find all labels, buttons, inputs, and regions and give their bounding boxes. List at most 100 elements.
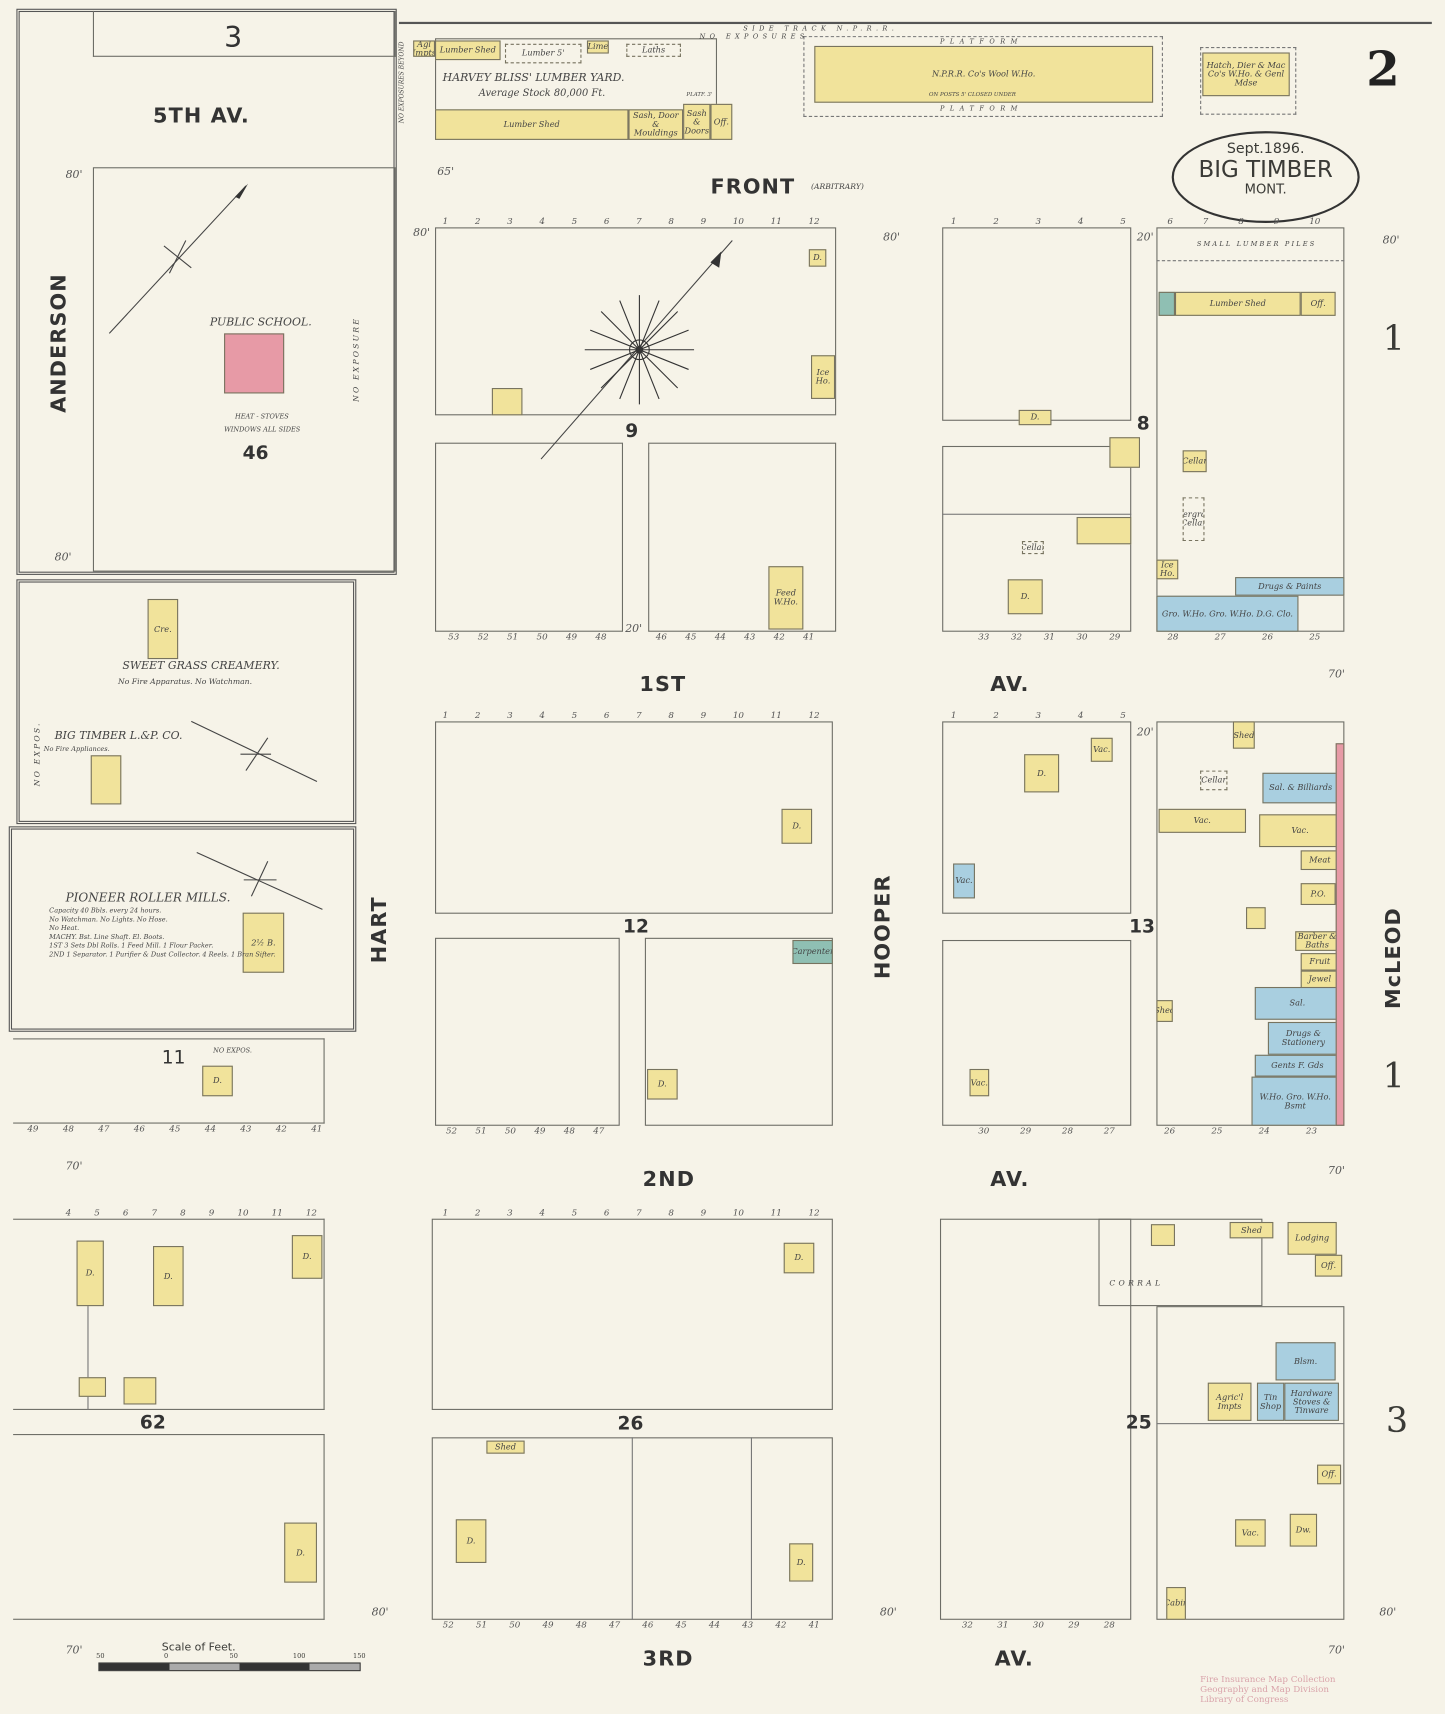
lot-number: 3 bbox=[507, 1207, 513, 1218]
lot-number: 33 bbox=[978, 631, 990, 642]
building: Dw. bbox=[1289, 1513, 1318, 1547]
lot-number: 50 bbox=[536, 631, 548, 642]
lot-number: 1 bbox=[950, 710, 957, 721]
state-name: MONT. bbox=[1244, 181, 1287, 197]
lot-number: 49 bbox=[565, 631, 578, 642]
lot-number: 5 bbox=[1120, 710, 1126, 721]
lot-number: 1 bbox=[442, 1207, 449, 1218]
building bbox=[78, 1377, 107, 1397]
building: Off. bbox=[710, 103, 733, 140]
building: D. bbox=[284, 1522, 317, 1583]
lot-number: 30 bbox=[978, 1125, 990, 1136]
block-9-sw bbox=[435, 442, 624, 632]
lot-number: 43 bbox=[744, 631, 756, 642]
label-creamery: SWEET GRASS CREAMERY. bbox=[122, 660, 280, 673]
lot-number: 45 bbox=[169, 1123, 181, 1134]
title-cartouche: Sept.1896. BIG TIMBER MONT. bbox=[1171, 131, 1360, 223]
label-lumber-yard: HARVEY BLISS' LUMBER YARD. bbox=[442, 72, 625, 85]
building: Lumber 5' bbox=[504, 43, 582, 64]
building: Shed bbox=[1156, 1000, 1173, 1022]
lot-number: 5 bbox=[571, 216, 578, 227]
sheet-number: 2 bbox=[1366, 41, 1400, 98]
frontage-label: 20' bbox=[1136, 231, 1154, 244]
lot-number: 26 bbox=[1261, 631, 1274, 642]
lot-number: 50 bbox=[509, 1619, 521, 1630]
building bbox=[1150, 1224, 1175, 1247]
lot-number: 47 bbox=[593, 1125, 605, 1136]
frontage-label: 80' bbox=[1382, 234, 1400, 248]
building bbox=[123, 1377, 157, 1405]
track-line bbox=[398, 21, 1432, 25]
building bbox=[1246, 907, 1266, 930]
lot-number: 4 bbox=[1077, 216, 1084, 227]
street-3rd-av-suffix: AV. bbox=[994, 1647, 1034, 1672]
label-platform: PLATF. 3' bbox=[686, 91, 713, 99]
block-number-8: 8 bbox=[1136, 413, 1150, 436]
lot-line bbox=[750, 1437, 752, 1620]
mills-note: 1ST 3 Sets Dbl Rolls. 1 Feed Mill. 1 Flo… bbox=[49, 942, 214, 950]
building: D. bbox=[1007, 579, 1043, 615]
building: Vac. bbox=[953, 863, 975, 899]
lot-number: 6 bbox=[603, 710, 610, 721]
lot-number: 6 bbox=[603, 1207, 610, 1218]
building: Agric'l Impts bbox=[1207, 1382, 1252, 1421]
lot-number: 43 bbox=[742, 1619, 754, 1630]
block-25-east bbox=[1156, 1306, 1345, 1620]
lot-number: 51 bbox=[475, 1125, 487, 1136]
frontage-label: 70' bbox=[65, 1160, 83, 1173]
block-number-13: 13 bbox=[1129, 915, 1155, 938]
building: D. bbox=[291, 1235, 323, 1279]
frontage-label: 70' bbox=[1327, 668, 1345, 681]
mills-note: No Heat. bbox=[49, 924, 80, 933]
town-name: BIG TIMBER bbox=[1198, 156, 1333, 183]
lot-number: 12 bbox=[808, 216, 820, 227]
lot-number: 2 bbox=[993, 710, 999, 721]
street-2nd-av-suffix: AV. bbox=[990, 1167, 1030, 1192]
label-corral: CORRAL bbox=[1109, 1278, 1164, 1288]
lot-number: 7 bbox=[636, 710, 642, 721]
lot-number: 5 bbox=[571, 710, 578, 721]
building: Feed W.Ho. bbox=[768, 566, 804, 630]
street-hooper: HOOPER bbox=[871, 874, 896, 980]
adjoining-sheet-ref: 3 bbox=[224, 21, 243, 55]
building bbox=[90, 755, 122, 805]
lot-number: 49 bbox=[534, 1125, 546, 1136]
frontage-label: 80' bbox=[54, 551, 72, 564]
building: D. bbox=[1024, 754, 1060, 793]
block-62-south bbox=[13, 1434, 325, 1620]
lot-number: 23 bbox=[1305, 1125, 1318, 1136]
lot-number: 25 bbox=[1211, 1125, 1223, 1136]
lot-number: 32 bbox=[961, 1619, 973, 1630]
street-1st-av: 1ST bbox=[639, 672, 687, 697]
building: D. bbox=[781, 808, 813, 844]
block-25-west bbox=[939, 1218, 1132, 1620]
north-arrow-icon bbox=[108, 183, 249, 334]
building: Blsm. bbox=[1275, 1342, 1336, 1381]
lot-number: 9 bbox=[1273, 216, 1280, 227]
lot-number: 47 bbox=[98, 1123, 110, 1134]
street-2nd-av: 2ND bbox=[642, 1167, 696, 1192]
scale-tick: 100 bbox=[292, 1652, 306, 1661]
north-arrow-icon bbox=[191, 720, 318, 782]
lot-number: 31 bbox=[997, 1619, 1009, 1630]
building: D. bbox=[783, 1242, 815, 1274]
building: Lumber Shed bbox=[1174, 291, 1301, 316]
frontage-label: 80' bbox=[413, 227, 431, 240]
lot-number: 2 bbox=[474, 216, 481, 227]
mills-note: 2ND 1 Separator. 1 Purifier & Dust Colle… bbox=[49, 950, 276, 959]
lot-number: 28 bbox=[1061, 1125, 1074, 1136]
lot-number: 46 bbox=[642, 1619, 654, 1630]
lot-number: 42 bbox=[275, 1123, 287, 1134]
building: Agl Impts bbox=[413, 40, 436, 57]
building bbox=[1109, 437, 1140, 468]
frontage-label: 80' bbox=[1379, 1606, 1397, 1619]
lot-number: 2 bbox=[474, 710, 481, 721]
